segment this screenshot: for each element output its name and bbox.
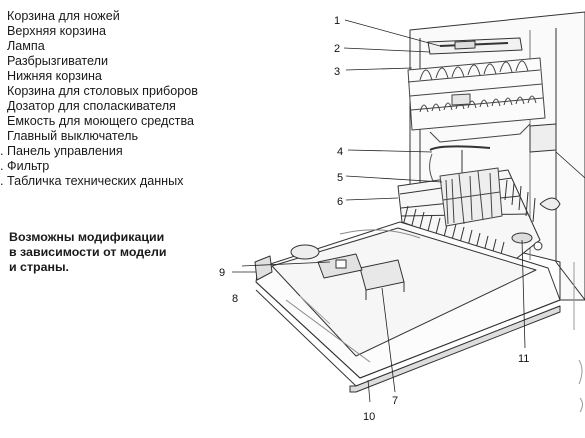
filter <box>511 197 561 244</box>
legend-item-1: Корзина для ножей <box>7 9 120 23</box>
legend-item-10: .Панель управления <box>0 144 123 158</box>
legend-item-8: Емкость для моющего средства <box>7 114 194 128</box>
legend-item-5: Нижняя корзина <box>7 69 102 83</box>
upper-basket <box>407 57 546 143</box>
cutlery-basket <box>439 167 503 227</box>
legend-item-11: .Фильтр <box>0 159 50 173</box>
legend-item-2: Верхняя корзина <box>7 24 106 38</box>
callout-1: 1 <box>334 15 340 27</box>
knife-basket <box>427 37 523 55</box>
legend-item-9: Главный выключатель <box>7 129 139 143</box>
rinse-aid-dispenser <box>317 253 363 279</box>
callout-8: 8 <box>232 293 238 305</box>
callout-5: 5 <box>337 172 343 184</box>
legend-item-7: Дозатор для споласкивателя <box>7 99 176 113</box>
callout-9: 9 <box>219 267 225 279</box>
legend-item-4: Разбрызгиватели <box>7 54 109 68</box>
control-panel <box>254 255 273 281</box>
callout-3: 3 <box>334 66 340 78</box>
legend-item-12: .Табличка технических данных <box>0 174 184 188</box>
callout-6: 6 <box>337 196 343 208</box>
model-variation-note: Возможны модификации в зависимости от мо… <box>9 230 167 274</box>
callout-7: 7 <box>392 395 398 407</box>
leader-lines <box>232 19 585 403</box>
legend-item-6: Корзина для столовых приборов <box>7 84 198 98</box>
callout-4: 4 <box>337 146 343 158</box>
callout-10: 10 <box>363 411 375 423</box>
callout-11: 11 <box>518 353 529 365</box>
callout-2: 2 <box>334 43 340 55</box>
legend-item-3: Лампа <box>7 39 45 53</box>
detergent-dispenser <box>359 259 405 300</box>
